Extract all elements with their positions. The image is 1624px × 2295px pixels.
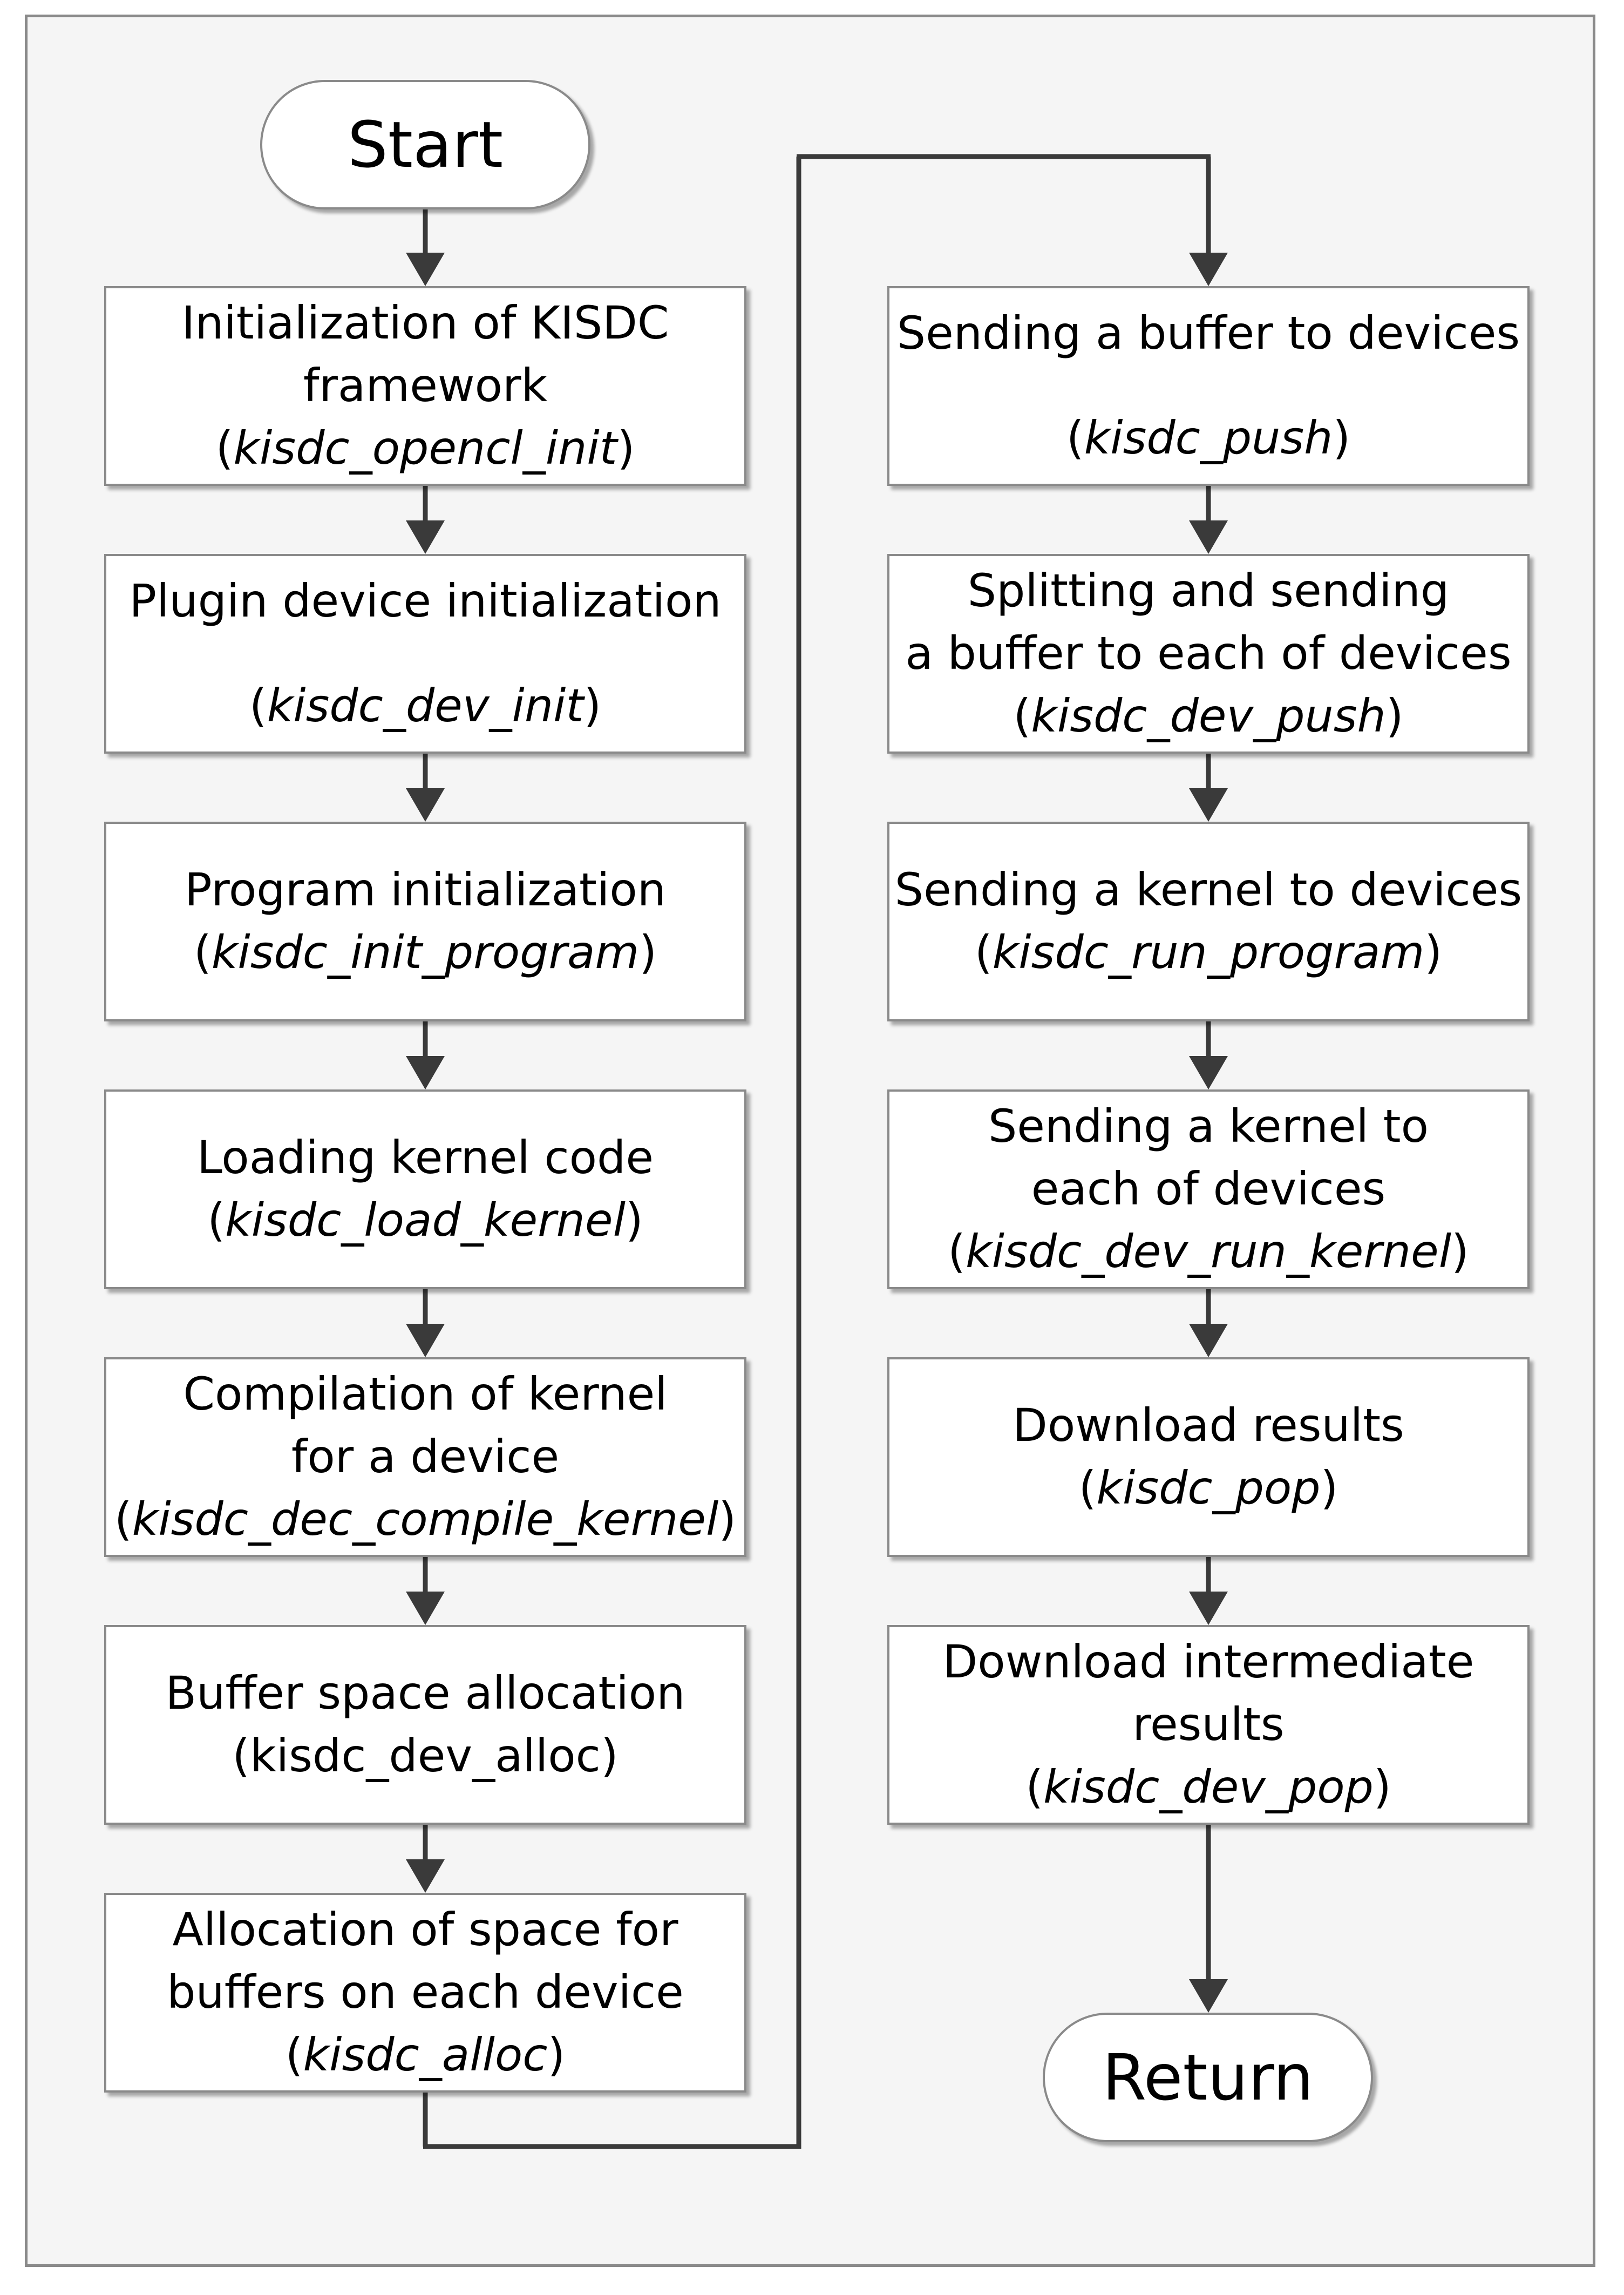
arrowhead	[406, 1056, 445, 1089]
step-compile-kernel: Compilation of kernel for a device (kisd…	[104, 1357, 746, 1557]
step-text-line: Sending a kernel to devices	[894, 863, 1523, 917]
function-name: (kisdc_push)	[1066, 411, 1351, 464]
arrowhead	[1189, 788, 1228, 822]
function-name: (kisdc_dev_init)	[249, 679, 602, 732]
arrowhead	[1189, 1592, 1228, 1625]
arrowhead	[1189, 520, 1228, 554]
step-allocation-per-device: Allocation of space for buffers on each …	[104, 1893, 746, 2093]
arrowhead	[1189, 253, 1228, 286]
step-text-line: Download results	[1013, 1399, 1404, 1452]
step-text-line: Allocation of space for	[172, 1903, 678, 1956]
step-program-init: Program initialization (kisdc_init_progr…	[104, 822, 746, 1021]
step-download-intermediate: Download intermediate results (kisdc_dev…	[887, 1625, 1530, 1825]
arrowhead	[1189, 1324, 1228, 1357]
arrowhead	[406, 520, 445, 554]
step-text-line: results	[1132, 1698, 1285, 1751]
arrowhead	[1189, 1056, 1228, 1089]
function-name: (kisdc_alloc)	[285, 2028, 566, 2081]
step-text-line: buffers on each device	[167, 1966, 684, 2019]
arrowhead	[406, 1324, 445, 1357]
function-name: (kisdc_run_program)	[974, 926, 1443, 979]
step-plugin-device-init: Plugin device initialization (kisdc_dev_…	[104, 554, 746, 754]
step-text-line: Sending a buffer to devices	[896, 307, 1520, 360]
step-send-kernel: Sending a kernel to devices (kisdc_run_p…	[887, 822, 1530, 1021]
step-text-line: Program initialization	[185, 863, 666, 917]
function-name: (kisdc_opencl_init)	[215, 421, 635, 475]
step-text-line: Buffer space allocation	[165, 1667, 685, 1720]
arrowhead	[406, 1592, 445, 1625]
arrowhead	[406, 788, 445, 822]
function-name: (kisdc_dev_pop)	[1025, 1760, 1391, 1813]
step-send-kernel-each: Sending a kernel to each of devices (kis…	[887, 1089, 1530, 1289]
return-label: Return	[1102, 2040, 1314, 2115]
step-text-line: framework	[303, 359, 548, 412]
step-text-line: Sending a kernel to	[988, 1100, 1429, 1153]
step-text-line: each of devices	[1031, 1162, 1386, 1216]
step-load-kernel: Loading kernel code (kisdc_load_kernel)	[104, 1089, 746, 1289]
function-name: (kisdc_dec_compile_kernel)	[114, 1492, 737, 1546]
function-name: (kisdc_pop)	[1078, 1461, 1338, 1514]
step-text-line: for a device	[291, 1430, 560, 1484]
arrowhead	[1189, 1979, 1228, 2013]
step-download-results: Download results (kisdc_pop)	[887, 1357, 1530, 1557]
step-text-line: Download intermediate	[942, 1635, 1474, 1689]
step-init-framework: Initialization of KISDC framework (kisdc…	[104, 286, 746, 486]
function-name: (kisdc_dev_push)	[1013, 689, 1404, 742]
step-text-line: Initialization of KISDC	[181, 296, 669, 350]
arrowhead	[406, 253, 445, 286]
step-text-line: Splitting and sending	[967, 564, 1450, 618]
function-name: (kisdc_dev_run_kernel)	[948, 1224, 1469, 1278]
function-name: (kisdc_dev_alloc)	[232, 1729, 619, 1782]
start-terminal: Start	[260, 80, 590, 209]
step-send-buffer: Sending a buffer to devices (kisdc_push)	[887, 286, 1530, 486]
return-terminal: Return	[1043, 2013, 1373, 2142]
step-buffer-space-allocation: Buffer space allocation (kisdc_dev_alloc…	[104, 1625, 746, 1825]
step-split-send-buffer: Splitting and sending a buffer to each o…	[887, 554, 1530, 754]
step-text-line: a buffer to each of devices	[905, 627, 1512, 680]
step-text-line: Loading kernel code	[196, 1131, 654, 1184]
function-name: (kisdc_load_kernel)	[207, 1194, 643, 1247]
arrowhead	[406, 1859, 445, 1893]
start-label: Start	[347, 107, 504, 182]
function-name: (kisdc_init_program)	[193, 926, 657, 979]
step-text-line: Compilation of kernel	[183, 1367, 668, 1421]
step-text-line: Plugin device initialization	[129, 574, 722, 628]
